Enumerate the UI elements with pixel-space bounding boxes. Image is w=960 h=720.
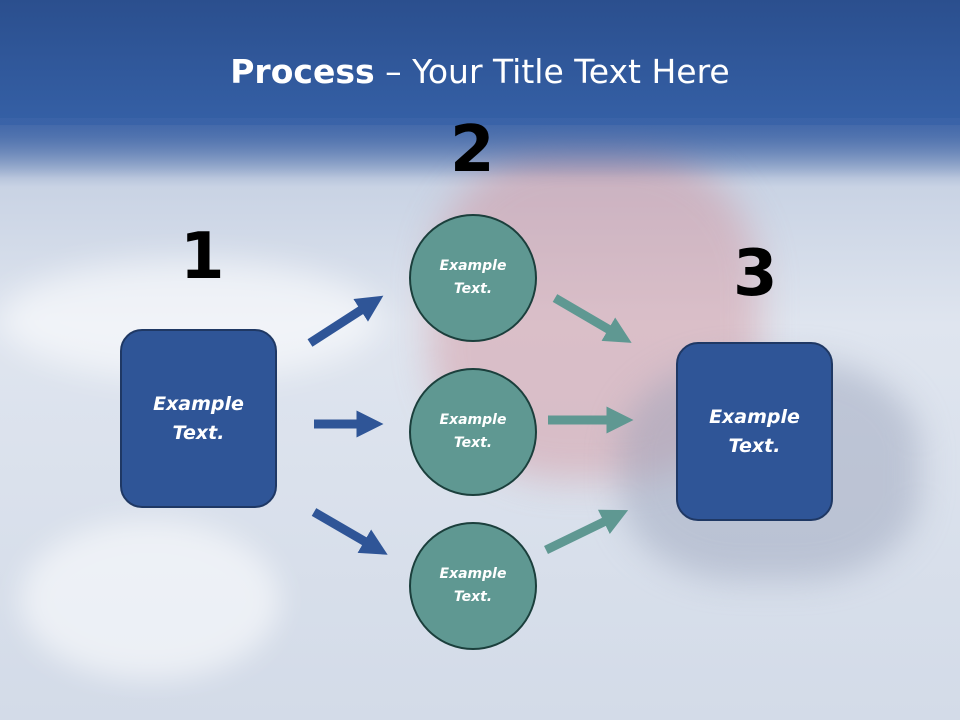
left-box-line-2: Text. <box>172 421 225 444</box>
arrow-bottom-to-right <box>544 509 629 555</box>
arrow-top-to-right <box>552 294 632 343</box>
right-box-line-1: Example <box>709 405 800 428</box>
circle-middle-line-1: Example <box>439 412 507 428</box>
circle-bottom-line-2: Text. <box>453 589 493 605</box>
title-bold: Process <box>230 52 375 91</box>
circle-top-line-2: Text. <box>453 281 493 297</box>
circle-top-line-1: Example <box>439 258 507 274</box>
title-rest: – Your Title Text Here <box>374 52 730 91</box>
header-fade <box>0 118 960 178</box>
arrow-left-to-bottom <box>311 508 388 555</box>
step-number-1: 1 <box>180 220 225 294</box>
step-number-2: 2 <box>450 113 495 187</box>
circle-bottom-line-1: Example <box>439 566 507 582</box>
step-number-3: 3 <box>733 237 778 311</box>
slide-title: Process – Your Title Text Here <box>0 52 960 91</box>
circle-middle-line-2: Text. <box>453 435 493 451</box>
right-box-line-2: Text. <box>728 434 781 457</box>
background-snow <box>20 520 280 680</box>
header-band <box>0 0 960 125</box>
left-box-line-1: Example <box>153 392 244 415</box>
arrow-left-to-top <box>307 295 384 347</box>
